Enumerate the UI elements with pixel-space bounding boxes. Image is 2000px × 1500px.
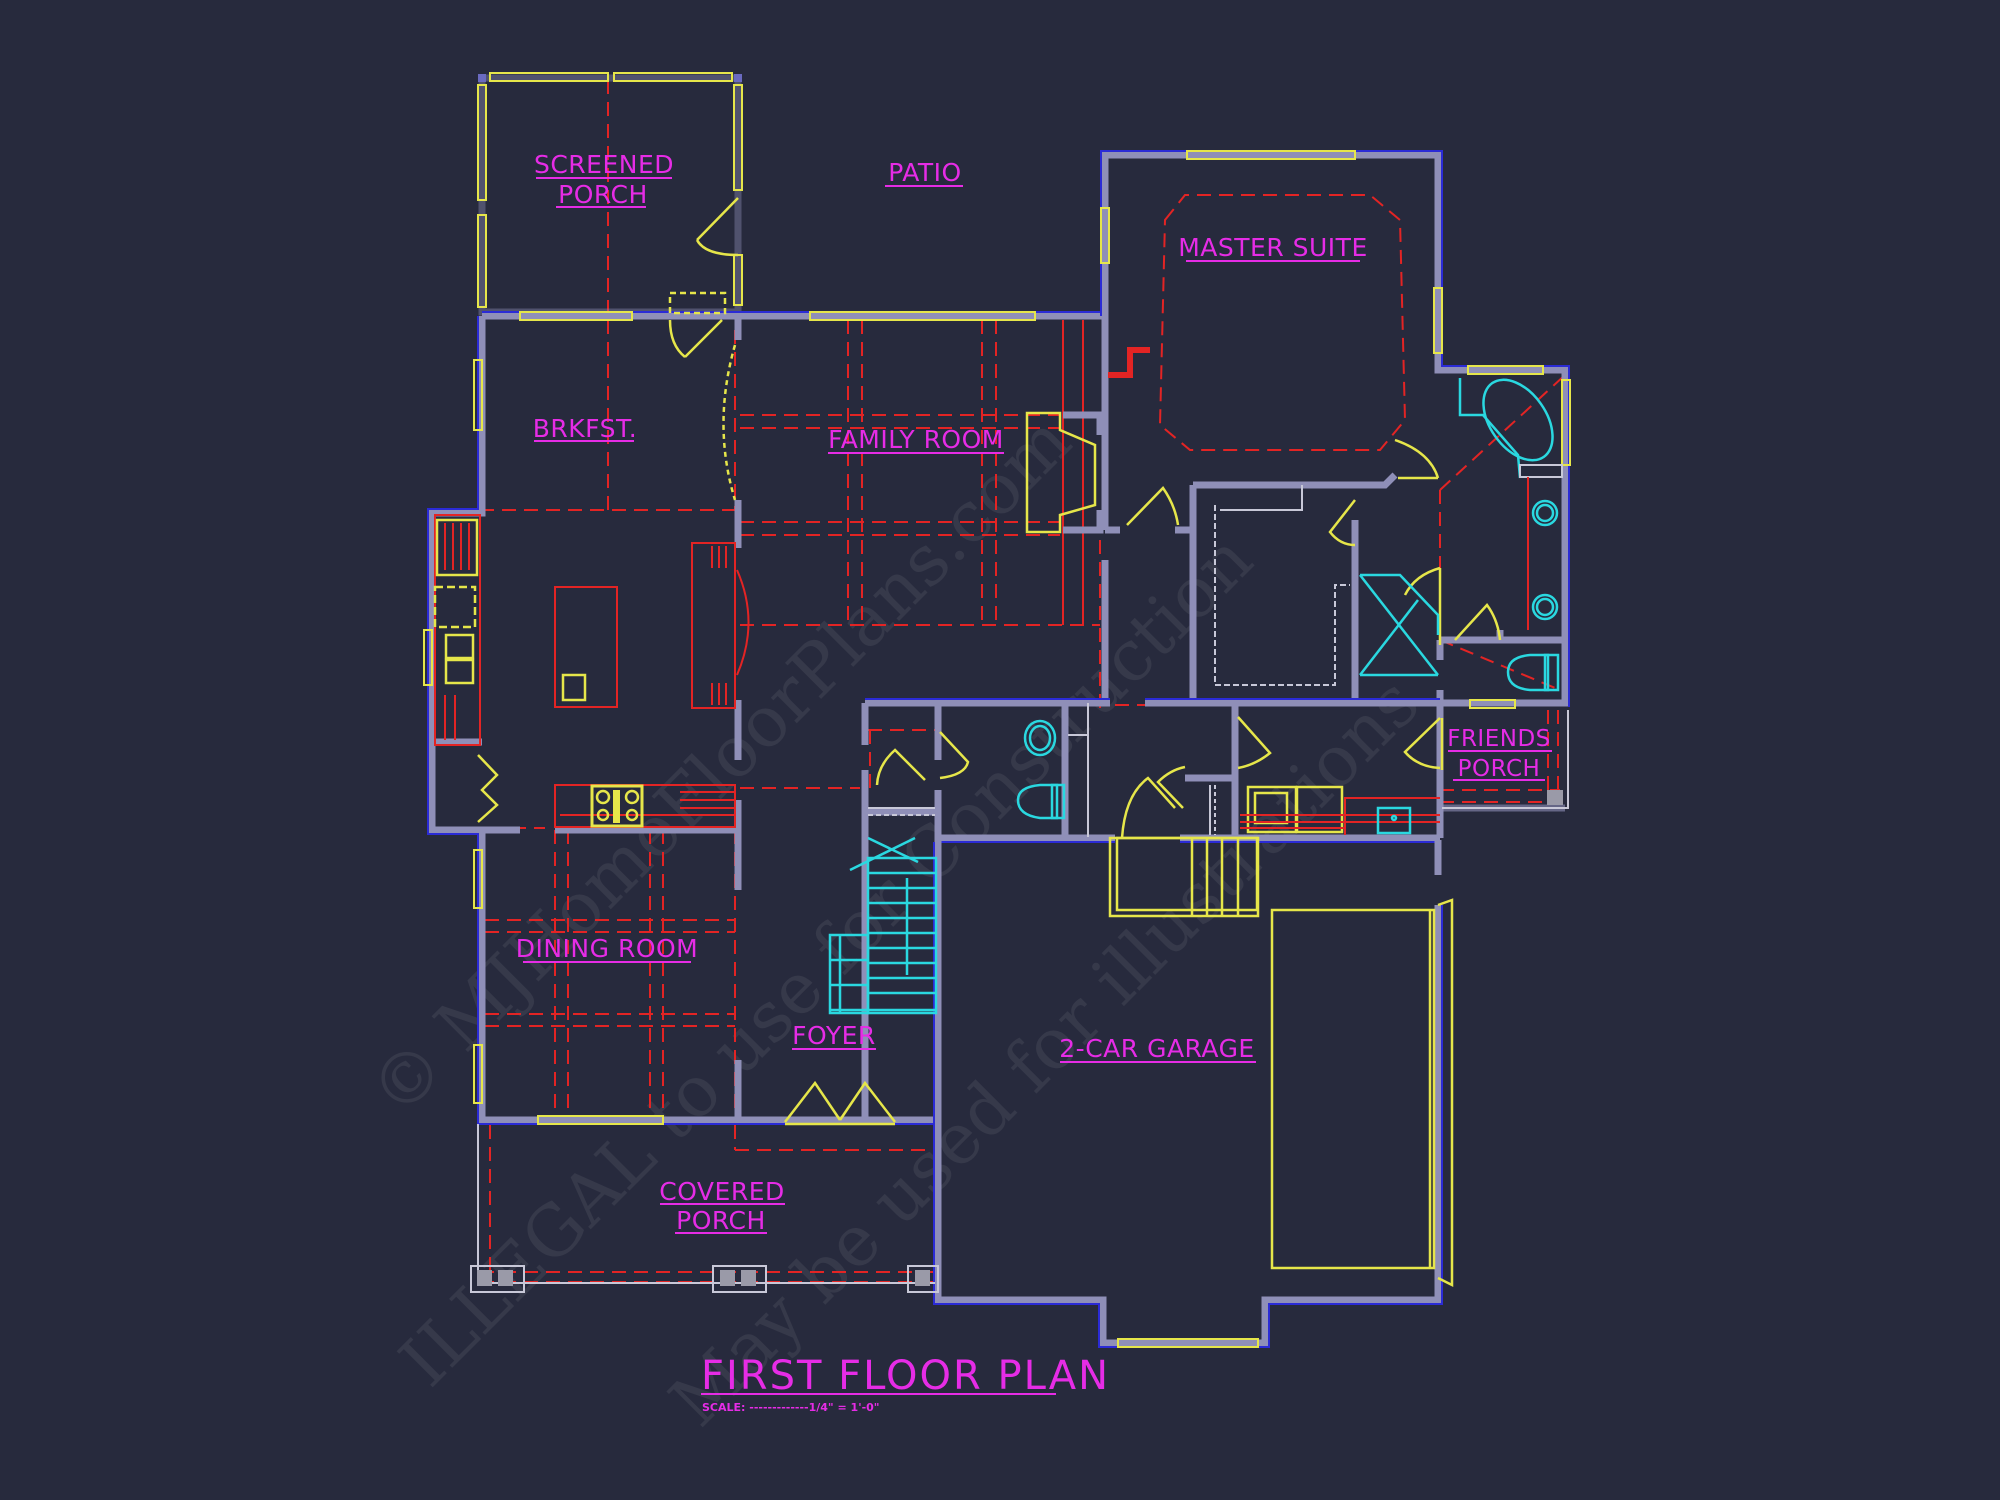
room-labels: SCREENED PORCH PATIO MASTER SUITE BRKFST… [516, 150, 1552, 1235]
room-label: 2-CAR GARAGE [1059, 1034, 1254, 1063]
scale-label: SCALE: -------------1/4" = 1'-0" [702, 1401, 880, 1414]
fixtures [433, 74, 1569, 1293]
room-label: FOYER [792, 1021, 876, 1050]
room-label: FAMILY ROOM [828, 425, 1004, 454]
label-dining-room: DINING ROOM [516, 934, 699, 963]
doors [477, 197, 1502, 1288]
room-label: MASTER SUITE [1178, 233, 1368, 262]
drawing-title: FIRST FLOOR PLAN [701, 1353, 1110, 1399]
label-foyer: FOYER [792, 1021, 876, 1050]
title-block: FIRST FLOOR PLAN SCALE: -------------1/4… [701, 1353, 1110, 1414]
label-covered-porch: COVERED PORCH [659, 1177, 785, 1235]
label-family-room: FAMILY ROOM [828, 425, 1004, 454]
room-label: PATIO [888, 158, 961, 187]
room-label: BRKFST. [533, 414, 637, 443]
room-label: COVERED [659, 1177, 785, 1206]
room-label: SCREENED [534, 150, 674, 179]
label-patio: PATIO [885, 158, 963, 187]
label-friends-porch: FRIENDS PORCH [1447, 726, 1552, 782]
label-screened-porch: SCREENED PORCH [534, 150, 674, 209]
room-label: PORCH [558, 180, 648, 209]
label-master-suite: MASTER SUITE [1178, 233, 1368, 262]
windows [423, 72, 1571, 1348]
room-label: FRIENDS [1447, 726, 1551, 752]
label-brkfst: BRKFST. [533, 414, 637, 443]
room-label: PORCH [676, 1206, 766, 1235]
room-label: PORCH [1458, 756, 1541, 782]
room-label: DINING ROOM [516, 934, 699, 963]
label-two-car-garage: 2-CAR GARAGE [1059, 1034, 1256, 1063]
